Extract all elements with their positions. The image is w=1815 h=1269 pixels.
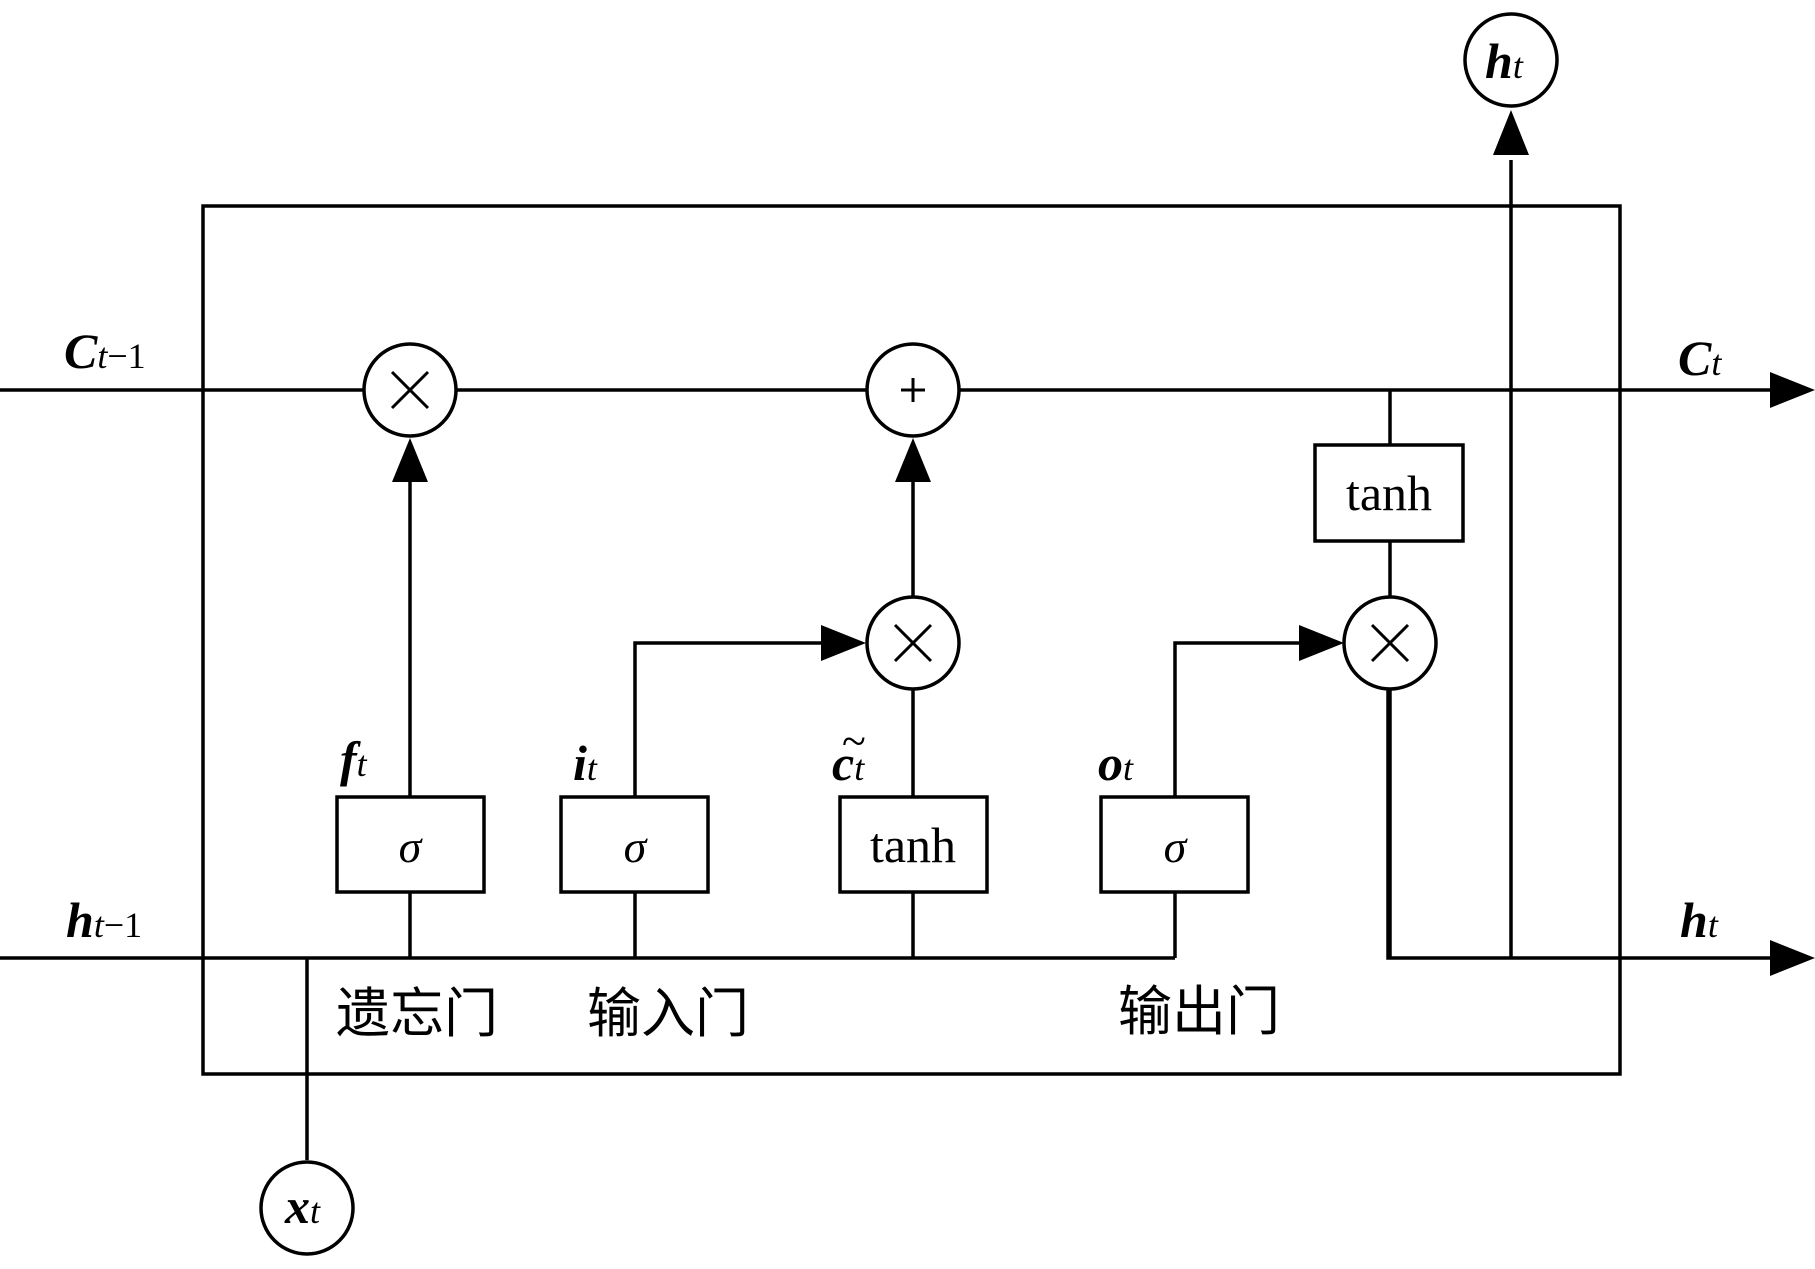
h-next-label: ht — [1680, 892, 1719, 948]
output-arrow — [1299, 625, 1344, 661]
output-multiply-icon — [1370, 623, 1410, 663]
input-arrow — [821, 625, 866, 661]
h-out-label: ht — [1485, 33, 1524, 89]
cell-tanh-label: tanh — [1346, 465, 1432, 521]
f-gate-label: ft — [340, 731, 368, 787]
input-multiply-icon — [893, 623, 933, 663]
input-sigma-box — [559, 795, 710, 894]
x-in-label: xt — [284, 1178, 321, 1234]
output-box-label: σ — [1164, 821, 1189, 872]
c-tilde-accent: ~ — [842, 717, 866, 766]
add-up-arrow — [895, 438, 931, 482]
c-tilde-label: ct — [832, 735, 865, 791]
output-gate-name: 输出门 — [1118, 980, 1280, 1043]
cell-tanh-box — [1313, 443, 1465, 543]
h-prev-label: ht−1 — [66, 892, 142, 948]
hidden-output-arrow — [1770, 940, 1815, 976]
output-route — [1173, 641, 1302, 797]
input-route — [633, 641, 823, 797]
x-input-node — [259, 1160, 355, 1256]
forget-up-arrow — [392, 438, 428, 482]
ht-output-node — [1463, 12, 1559, 108]
ht-up-arrow — [1493, 110, 1529, 155]
input-gate-name: 输入门 — [587, 982, 749, 1045]
candidate-box-label: tanh — [870, 817, 956, 873]
c-next-label: Ct — [1678, 330, 1722, 386]
forget-multiply-icon — [390, 370, 430, 410]
cell-frame — [201, 204, 1622, 1076]
add-icon — [901, 378, 925, 402]
forget-box-label: σ — [399, 821, 424, 872]
forget-gate-name: 遗忘门 — [336, 982, 498, 1045]
c-prev-label: Ct−1 — [64, 323, 146, 379]
cell-state-arrow — [1770, 372, 1815, 408]
i-gate-label: it — [573, 735, 598, 791]
hidden-output-line — [1386, 690, 1775, 960]
input-box-label: σ — [624, 821, 649, 872]
candidate-tanh-box — [838, 795, 989, 894]
o-gate-label: ot — [1098, 735, 1134, 791]
